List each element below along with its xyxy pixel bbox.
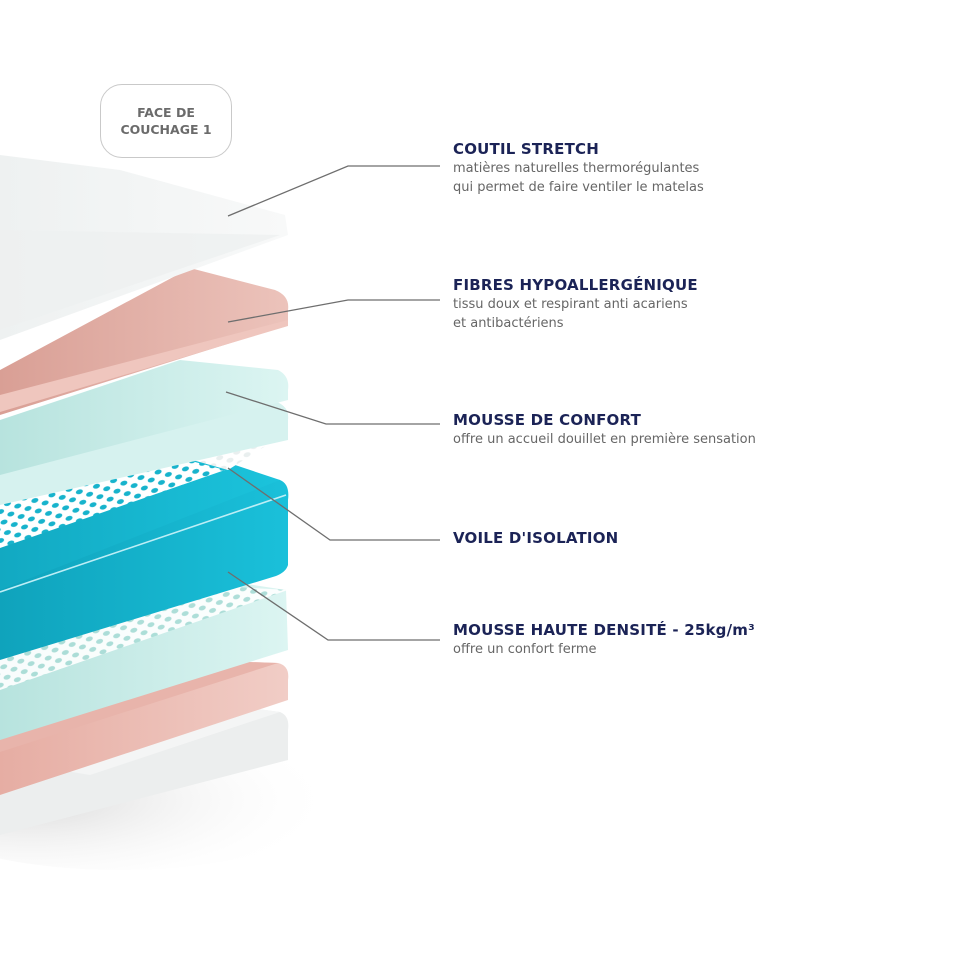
label-desc: matières naturelles thermorégulantes xyxy=(453,161,700,176)
label-title: VOILE D'ISOLATION xyxy=(453,529,619,547)
leader-line-fibres xyxy=(227,299,440,323)
label-coutil-stretch: COUTIL STRETCH matières naturelles therm… xyxy=(453,140,704,197)
label-mousse-haute-densite: MOUSSE HAUTE DENSITÉ - 25kg/m³ offre un … xyxy=(453,621,755,659)
layer-bottom-fibres xyxy=(0,660,289,795)
layer-bottom-voile xyxy=(0,585,288,690)
leader-line-coutil xyxy=(227,165,440,217)
label-title: MOUSSE DE CONFORT xyxy=(453,411,641,429)
label-desc: qui permet de faire ventiler le matelas xyxy=(453,180,704,195)
label-title: FIBRES HYPOALLERGÉNIQUE xyxy=(453,276,698,294)
leader-line-haute-densite xyxy=(227,571,440,641)
label-desc: tissu doux et respirant anti acariens xyxy=(453,297,688,312)
layer-fibres-hypoallergenique xyxy=(0,268,289,415)
label-desc: et antibactériens xyxy=(453,316,564,331)
label-desc: offre un accueil douillet en première se… xyxy=(453,432,756,447)
leader-line-voile xyxy=(227,467,440,541)
layer-mousse-confort xyxy=(0,360,289,505)
layer-bottom-mousse xyxy=(0,580,288,740)
label-title: MOUSSE HAUTE DENSITÉ - 25kg/m³ xyxy=(453,621,755,639)
face-de-couchage-badge: FACE DE COUCHAGE 1 xyxy=(100,84,232,158)
leader-line-mousse-confort xyxy=(225,391,440,425)
label-title: COUTIL STRETCH xyxy=(453,140,599,158)
label-desc: offre un confort ferme xyxy=(453,642,597,657)
label-fibres-hypoallergenique: FIBRES HYPOALLERGÉNIQUE tissu doux et re… xyxy=(453,276,698,333)
leader-lines xyxy=(225,165,440,641)
label-mousse-confort: MOUSSE DE CONFORT offre un accueil douil… xyxy=(453,411,756,449)
layer-coutil-stretch xyxy=(0,155,288,340)
badge-line-2: COUCHAGE 1 xyxy=(120,122,212,137)
badge-line-1: FACE DE xyxy=(137,105,195,120)
label-voile-isolation: VOILE D'ISOLATION xyxy=(453,529,618,548)
